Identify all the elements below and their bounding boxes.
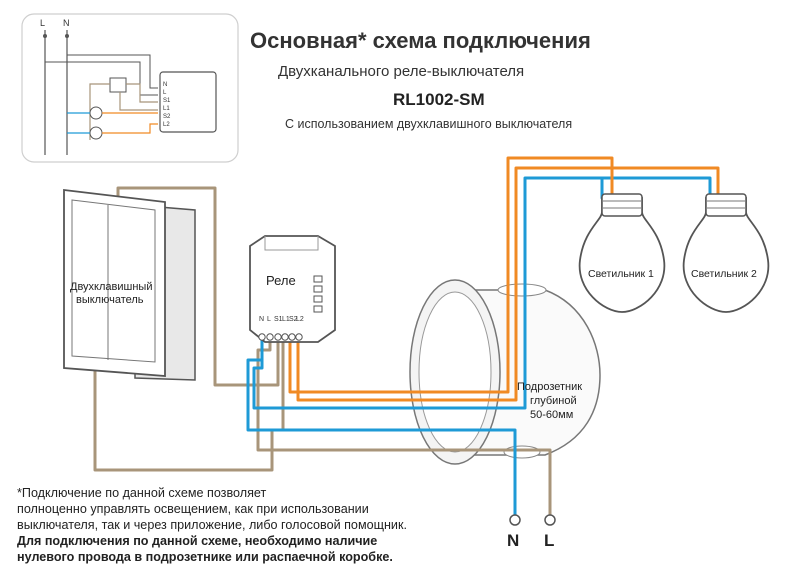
mini-relay bbox=[159, 71, 217, 133]
mini-terminal-l1: L1 bbox=[163, 106, 170, 112]
relay-terminal-n: N bbox=[259, 316, 264, 323]
lamp-2-label: Светильник 2 bbox=[691, 268, 757, 280]
footnote-bold-2: нулевого провода в подрозетнике или расп… bbox=[17, 550, 393, 564]
page-subtitle-2: С использованием двухклавишного выключат… bbox=[285, 117, 573, 131]
box-label-2: глубиной bbox=[530, 395, 577, 407]
mini-switch bbox=[109, 77, 127, 93]
footnote-bold-1: Для подключения по данной схеме, необход… bbox=[17, 534, 378, 548]
footnote-line-3: выключателя, так и через приложение, либ… bbox=[17, 518, 407, 532]
back-box bbox=[409, 279, 601, 465]
lamp-1-label: Светильник 1 bbox=[588, 268, 654, 280]
relay-terminal-l2: L2 bbox=[296, 316, 304, 323]
page-title: Основная* схема подключения bbox=[250, 28, 591, 53]
footnote-line-2: полноценно управлять освещением, как при… bbox=[17, 502, 369, 516]
footnote: *Подключение по данной схеме позволяет п… bbox=[17, 485, 497, 565]
box-label-3: 50-60мм bbox=[530, 409, 573, 421]
relay-label: Реле bbox=[266, 273, 296, 288]
model-name: RL1002-SM bbox=[393, 90, 485, 109]
page-subtitle: Двухканального реле-выключателя bbox=[278, 63, 525, 80]
relay-terminal-l: L bbox=[267, 316, 271, 323]
mini-lamp-2 bbox=[89, 126, 103, 140]
line-terminal bbox=[544, 514, 556, 526]
relay-module: N L S1 L1 S2 L2 bbox=[249, 235, 336, 343]
mini-lamp-1 bbox=[89, 106, 103, 120]
neutral-label: N bbox=[507, 531, 519, 550]
mini-terminal-s2: S2 bbox=[163, 114, 171, 120]
mini-terminal-l2: L2 bbox=[163, 122, 170, 128]
relay-terminal-l1: L1 bbox=[282, 316, 290, 323]
mini-neutral-label: N bbox=[63, 18, 70, 28]
relay-terminal-s2: S2 bbox=[289, 316, 298, 323]
switch-label-1: Двухклавишный bbox=[70, 281, 152, 293]
line-label: L bbox=[544, 531, 554, 550]
relay-terminal-s1: S1 bbox=[274, 316, 283, 323]
mini-diagram: L N N L S1 L1 S2 L2 bbox=[21, 13, 239, 163]
double-switch bbox=[63, 188, 196, 381]
mini-line-label: L bbox=[40, 18, 45, 28]
mini-terminal-s1: S1 bbox=[163, 98, 171, 104]
mini-terminal-l: L bbox=[163, 90, 167, 96]
box-label-1: Подрозетник bbox=[517, 381, 582, 393]
footnote-line-1: *Подключение по данной схеме позволяет bbox=[17, 486, 267, 500]
mini-terminal-n: N bbox=[163, 82, 167, 88]
lamp-2 bbox=[682, 193, 770, 313]
neutral-terminal bbox=[509, 514, 521, 526]
switch-label-2: выключатель bbox=[76, 294, 144, 306]
wires bbox=[93, 156, 720, 522]
lamp-1 bbox=[578, 193, 666, 313]
